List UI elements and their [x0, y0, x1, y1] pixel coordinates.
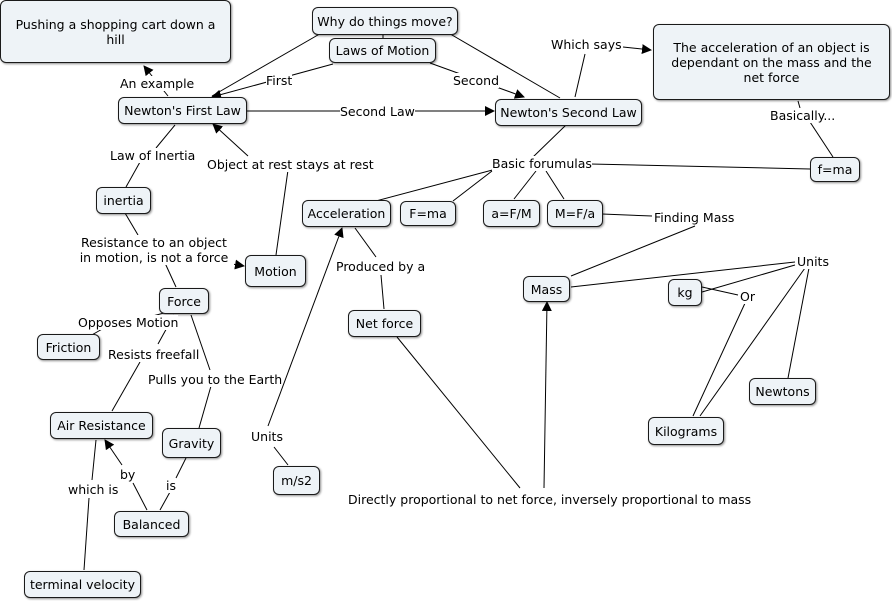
- node-inertia[interactable]: inertia: [96, 187, 151, 214]
- link-label-which-says: Which says: [551, 37, 622, 52]
- link-label-resists-freefall: Resists freefall: [108, 347, 200, 362]
- link-label-produced-by: Produced by a: [336, 259, 426, 274]
- link-label-units-accel: Units: [251, 429, 283, 444]
- node-newtons[interactable]: Newtons: [749, 378, 816, 405]
- link-label-object-at-rest: Object at rest stays at rest: [207, 157, 374, 172]
- node-force[interactable]: Force: [159, 288, 209, 314]
- node-motion[interactable]: Motion: [245, 255, 306, 287]
- node-a-equals-f-over-m[interactable]: a=F/M: [483, 200, 540, 227]
- link-label-second-law: Second Law: [340, 104, 415, 119]
- link-label-by: by: [120, 467, 136, 482]
- link-label-which-is: which is: [68, 482, 119, 497]
- link-label-is: is: [166, 478, 176, 493]
- node-friction[interactable]: Friction: [37, 334, 100, 360]
- node-newtons-first-law[interactable]: Newton's First Law: [118, 97, 247, 124]
- link-label-first: First: [266, 73, 293, 88]
- link-label-an-example: An example: [120, 76, 195, 91]
- link-label-law-of-inertia: Law of Inertia: [110, 148, 196, 163]
- link-label-or: Or: [740, 289, 755, 304]
- node-laws-of-motion[interactable]: Laws of Motion: [329, 38, 436, 63]
- node-kg[interactable]: kg: [668, 279, 702, 306]
- node-shopping-cart[interactable]: Pushing a shopping cart down a hill: [0, 0, 231, 63]
- link-label-basic-formulas: Basic forumulas: [492, 156, 592, 171]
- node-net-force[interactable]: Net force: [348, 310, 421, 337]
- node-f-equals-ma[interactable]: F=ma: [400, 201, 456, 226]
- node-newtons-second-law[interactable]: Newton's Second Law: [495, 99, 642, 126]
- node-f-ma-right[interactable]: f=ma: [810, 157, 860, 182]
- node-terminal-velocity[interactable]: terminal velocity: [24, 571, 141, 598]
- node-acceleration-definition[interactable]: The acceleration of an object is dependa…: [653, 24, 890, 100]
- node-acceleration[interactable]: Acceleration: [302, 200, 391, 227]
- node-m-equals-f-over-a[interactable]: M=F/a: [547, 200, 603, 227]
- link-label-pulls-you-to-the-earth: Pulls you to the Earth: [148, 372, 283, 387]
- node-gravity[interactable]: Gravity: [162, 428, 221, 458]
- node-why[interactable]: Why do things move?: [312, 7, 458, 35]
- link-label-opposes-motion: Opposes Motion: [78, 315, 179, 330]
- link-label-directly-proportional: Directly proportional to net force, inve…: [348, 492, 752, 507]
- link-label-resistance: Resistance to an object in motion, is no…: [74, 235, 234, 265]
- node-kilograms[interactable]: Kilograms: [648, 417, 724, 445]
- node-m-s2[interactable]: m/s2: [273, 466, 320, 495]
- node-air-resistance[interactable]: Air Resistance: [50, 412, 153, 439]
- node-mass[interactable]: Mass: [523, 276, 570, 302]
- link-label-units-mass: Units: [797, 254, 829, 269]
- link-label-basically: Basically...: [770, 108, 836, 123]
- node-balanced[interactable]: Balanced: [114, 511, 189, 537]
- link-label-second: Second: [453, 73, 500, 88]
- link-label-finding-mass: Finding Mass: [654, 210, 735, 225]
